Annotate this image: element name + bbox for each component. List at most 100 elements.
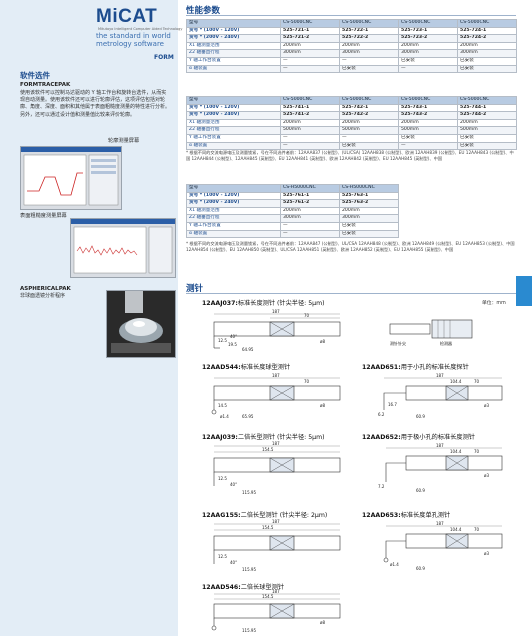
dim-label: 60.9 bbox=[416, 414, 425, 419]
table-cell: 525-744-1 bbox=[457, 103, 517, 113]
dim-label: 154.5 bbox=[262, 447, 274, 452]
stylus-code: 12AAD651: bbox=[362, 364, 401, 371]
table-row: α 轴装置 — 已安装 bbox=[186, 229, 399, 239]
table-header-cell: CS-5000CNC bbox=[339, 19, 399, 28]
table-cell: 已安装 bbox=[457, 64, 517, 74]
dim-label: 40° bbox=[230, 482, 237, 487]
row-label: X1 轴测量范围 bbox=[186, 118, 281, 128]
dim-label: 187 bbox=[272, 309, 280, 314]
table-cell: 500mm bbox=[457, 126, 517, 135]
dim-label: 40° bbox=[230, 560, 237, 565]
stylus-8-drawing: 187 154.5 ø8 115.95 bbox=[211, 589, 341, 633]
unit-label: 单位：mm bbox=[482, 301, 506, 306]
table-cell: — bbox=[280, 64, 340, 74]
table-row: Z2 轴垂直行程 300mm 300mm 300mm 300mm bbox=[186, 49, 517, 58]
formtracepak-title: FORMTRACEPAK bbox=[20, 82, 71, 88]
dim-label: 154.5 bbox=[262, 594, 274, 599]
table-row: Y 轴工作台装置 — 已安装 bbox=[186, 221, 399, 231]
stylus-heading-rule bbox=[186, 293, 516, 294]
table-row: Z2 轴垂直行程 500mm 500mm 500mm 500mm bbox=[186, 126, 517, 135]
row-label: 货号 * (200V - 240V) bbox=[186, 34, 281, 43]
row-label: Z2 轴垂直行程 bbox=[186, 126, 281, 135]
table-cell: 525-761-1 bbox=[280, 191, 340, 201]
dim-label: ø8 bbox=[320, 403, 325, 408]
dim-label: 64.95 bbox=[242, 347, 254, 352]
stylus-6-drawing: 187 154.5 12.5 40° 115.95 bbox=[213, 519, 341, 572]
dim-label: 187 bbox=[272, 589, 280, 594]
stylus-desc: 用于极小孔的标准长度测针 bbox=[400, 434, 475, 441]
stylus-3-title: 12AAD651:用于小孔的标准长度探针 bbox=[362, 362, 469, 371]
table-cell: 500mm bbox=[280, 126, 340, 135]
table-cell: 525-722-2 bbox=[339, 34, 399, 43]
stylus-1-drawing: 187 70 12.5 19.5 64.95 ø8 40° bbox=[213, 309, 341, 352]
stylus-desc: 标准长度球型测针 bbox=[240, 364, 291, 371]
table-cell: 525-761-2 bbox=[280, 199, 340, 208]
table-cell: 525-741-2 bbox=[280, 111, 340, 120]
table-cell: 200mm bbox=[398, 118, 458, 128]
dim-label: 70 bbox=[304, 379, 310, 384]
stylus-6-title: 12AAG155:二倍长型测针 (针尖半径: 2μm) bbox=[202, 510, 327, 519]
table-row: Y 轴工作台装置 — — 已安装 已安装 bbox=[186, 56, 517, 66]
table-cell: 525-741-1 bbox=[280, 103, 340, 113]
spec-table-3: 型号 CS-H5000CNC CS-H5000CNC 货号 * (100V - … bbox=[186, 184, 399, 239]
dim-label: ø3 bbox=[484, 473, 489, 478]
dim-label: 60.9 bbox=[416, 566, 425, 571]
logo-fine-print: Mitutoyo Intelligent Computer Aided Tech… bbox=[98, 27, 183, 31]
table-cell: 525-721-1 bbox=[280, 26, 340, 36]
spec-table-1: 型号 CS-5000CNC CS-5000CNC CS-5000CNC CS-5… bbox=[186, 19, 517, 74]
stylus-2-drawing: 187 70 14.5 ø8 65.95 ø1.4 bbox=[211, 373, 341, 419]
stylus-4-drawing: 187 154.5 12.5 40° 115.95 bbox=[213, 441, 341, 495]
table-cell: — bbox=[339, 56, 399, 66]
table-cell: 525-743-2 bbox=[398, 111, 458, 120]
table-cell: — bbox=[280, 229, 340, 239]
table-cell: 500mm bbox=[398, 126, 458, 135]
dim-label: 104.4 bbox=[450, 527, 462, 532]
table-cell: 525-724-2 bbox=[457, 34, 517, 43]
stylus-desc: 标准长度单孔测针 bbox=[400, 512, 451, 519]
table-cell: 525-742-1 bbox=[339, 103, 399, 113]
roughness-screen-image bbox=[70, 218, 176, 278]
dim-label: 187 bbox=[272, 441, 280, 446]
table-cell: — bbox=[280, 221, 340, 231]
row-label: α 轴装置 bbox=[186, 64, 281, 74]
table-row: 货号 * (100V - 120V) 525-741-1 525-742-1 5… bbox=[186, 103, 517, 113]
table-cell: 已安装 bbox=[457, 133, 517, 143]
main-column: 性能参数 型号 CS-5000CNC CS-5000CNC CS-5000CNC… bbox=[186, 0, 517, 636]
dim-label: 40° bbox=[230, 334, 237, 339]
detector-label: 检测器 bbox=[440, 340, 452, 346]
table-header-cell: 型号 bbox=[186, 184, 281, 193]
formtracepak-description: 使用该软件可以控制马达驱动的 Y 轴工作台和旋转台选件，从而实现自动测量。使用该… bbox=[20, 90, 171, 118]
lens-graphic bbox=[107, 291, 175, 357]
table-row: α 轴装置 — 已安装 — 已安装 bbox=[186, 64, 517, 74]
table-cell: 525-742-2 bbox=[339, 111, 399, 120]
table-cell: 已安装 bbox=[339, 229, 399, 239]
table-cell: 已安装 bbox=[339, 64, 399, 74]
table-cell: 已安装 bbox=[457, 56, 517, 66]
table-cell: 已安装 bbox=[457, 141, 517, 151]
asphericalpak-description: 非球面透镜分析程序 bbox=[20, 293, 66, 299]
stylus-5-title: 12AAD652:用于极小孔的标准长度测针 bbox=[362, 432, 475, 441]
stylus-4-title: 12AAJ039:二倍长型测针 (针尖半径: 5μm) bbox=[202, 432, 325, 441]
dim-label: 70 bbox=[474, 449, 480, 454]
table-cell: 已安装 bbox=[339, 221, 399, 231]
stylus-8-title: 12AAD546:二倍长球型测针 bbox=[202, 582, 284, 591]
contour-screen-graphic bbox=[21, 147, 121, 206]
dim-label: 104.4 bbox=[450, 449, 462, 454]
table-cell: 525-743-1 bbox=[398, 103, 458, 113]
table-header-row: 型号 CS-H5000CNC CS-H5000CNC bbox=[186, 184, 399, 193]
aspheric-lens-photo bbox=[106, 290, 176, 358]
table-cell: 已安装 bbox=[339, 141, 399, 151]
stylus-code: 12AAJ037: bbox=[202, 300, 238, 307]
table-cell: 200mm bbox=[457, 118, 517, 128]
table-header-cell: CS-H5000CNC bbox=[280, 184, 340, 193]
dim-label: 12.5 bbox=[218, 554, 227, 559]
dim-label: 12.5 bbox=[218, 338, 227, 343]
option-section-title: 软件选件 bbox=[20, 71, 50, 80]
table-cell: 已安装 bbox=[398, 133, 458, 143]
table-cell: 525-763-1 bbox=[339, 191, 399, 201]
row-label: 货号 * (100V - 120V) bbox=[186, 103, 281, 113]
spec-table-2: 型号 CS-5000CNC CS-5000CNC CS-5000CNC CS-5… bbox=[186, 96, 517, 151]
table-cell: — bbox=[398, 141, 458, 151]
section-tab-marker bbox=[516, 276, 532, 306]
